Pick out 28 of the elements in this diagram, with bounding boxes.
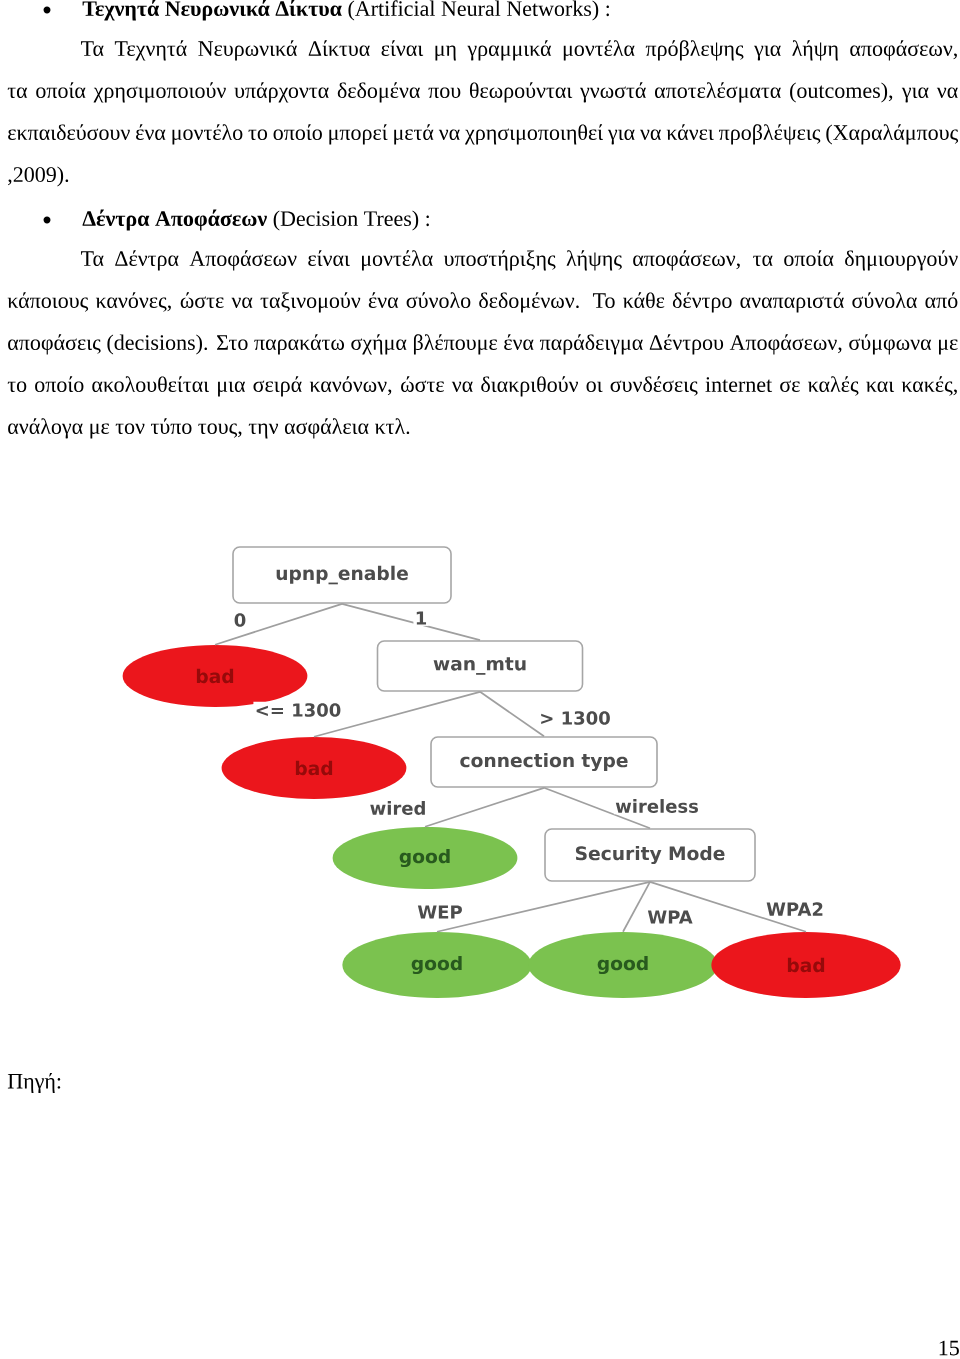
edge-label: <= 1300 bbox=[253, 701, 343, 719]
connector-line bbox=[424, 786, 545, 828]
decision-box: wan_mtu bbox=[376, 640, 584, 692]
connector-line bbox=[436, 880, 651, 933]
connector-line bbox=[479, 690, 545, 738]
edge-label: > 1300 bbox=[537, 709, 613, 727]
paragraph: Τα Τεχνητά Νευρωνικά Δίκτυα είναι μη γραμμικά μοντέλα πρόβλεψης για λήψη αποφάσεων, τα οποία χρησιμοποιούν υπάρχοντα δεδομένα που θεωρούνται γνωστά αποτελέσματα (outcomes), για να εκπαιδεύσουν ένα μοντέλο το οποίο μπορεί μετά να χρησιμοποιηθεί για να κάνει προβλέψεις (Χαραλάμπους ,2009). bbox=[7, 40, 959, 187]
decision-box: upnp_enable bbox=[232, 546, 452, 604]
connector-line bbox=[214, 602, 343, 646]
connector-line bbox=[313, 690, 481, 738]
source-label: Πηγή: bbox=[7, 1072, 61, 1094]
decision-box: Security Mode bbox=[544, 828, 756, 882]
paragraph: Τα Δέντρα Αποφάσεων είναι μοντέλα υποστήριξης λήψης αποφάσεων, τα οποία δημιουργούν κάποιους κανόνες, ώστε να ταξινομούν ένα σύνολο δεδομένων. Το κάθε δέντρο αναπαριστά σύνολα από αποφάσεις (decisions). Στο παρακάτω σχήμα βλέπουμε ένα παράδειγμα Δέντρου Αποφάσεων, σύμφωνα με το οποίο ακολουθείται μια σειρά κανόνων, ώστε να διακριθούν οι συνδέσεις internet σε καλές και κακές, ανάλογα με τον τύπο τους, την ασφάλεια κτλ. bbox=[7, 250, 958, 439]
edge-label: wireless bbox=[613, 797, 701, 815]
page-number: 15 bbox=[939, 1340, 959, 1356]
connector-line bbox=[341, 602, 481, 642]
connector-line bbox=[649, 880, 807, 933]
edge-label: 0 bbox=[232, 611, 248, 629]
connector-line bbox=[622, 880, 651, 933]
edge-label: WPA2 bbox=[764, 901, 826, 917]
edge-label: 1 bbox=[413, 610, 429, 626]
heading: Δέντρα Αποφάσεων (Decision Trees) : bbox=[82, 209, 429, 231]
edge-label: WEP bbox=[416, 904, 464, 920]
connector-line bbox=[543, 786, 651, 830]
edge-label: WPA bbox=[646, 909, 694, 925]
heading: Τεχνητά Νευρωνικά Δίκτυα (Artificial Neural Networks) : bbox=[82, 0, 609, 21]
decision-box: connection type bbox=[430, 736, 658, 788]
edge-label: wired bbox=[368, 799, 428, 817]
